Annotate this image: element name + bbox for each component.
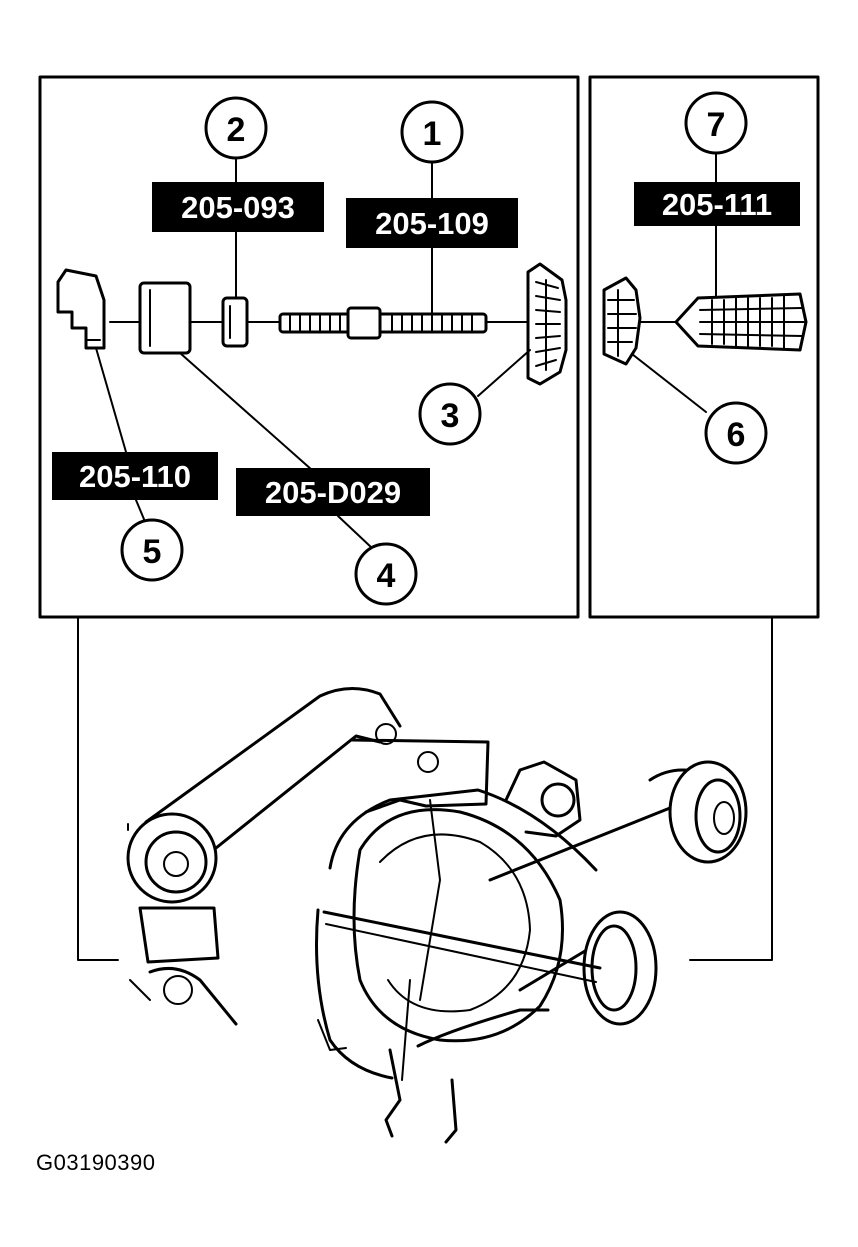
left-panel-connector	[77, 616, 119, 961]
differential-housing-assembly	[126, 687, 748, 1144]
callout-6: 6	[704, 401, 768, 465]
svg-text:6: 6	[727, 416, 746, 454]
leader-line-6	[631, 353, 707, 413]
callout-5: 5	[120, 518, 184, 582]
adapter-elbow-part	[56, 268, 106, 350]
svg-text:2: 2	[227, 111, 246, 149]
tool-tag-205-109: 205-109	[346, 198, 518, 248]
svg-text:4: 4	[377, 557, 396, 595]
leader-line-3	[477, 349, 531, 397]
svg-text:7: 7	[707, 106, 726, 144]
svg-text:205-111: 205-111	[662, 187, 772, 222]
svg-text:205-093: 205-093	[181, 190, 295, 225]
svg-text:5: 5	[143, 533, 162, 571]
tool-tag-205-111: 205-111	[634, 182, 800, 226]
bearing-part-left	[526, 262, 568, 386]
svg-text:205-109: 205-109	[375, 206, 489, 241]
callout-3: 3	[418, 382, 482, 446]
svg-text:1: 1	[423, 115, 442, 153]
leader-line-4	[179, 352, 313, 471]
tool-tag-205-093: 205-093	[152, 182, 324, 232]
left-tool-panel	[38, 75, 580, 619]
tool-tag-205-D029: 205-D029	[236, 468, 430, 516]
right-tool-panel	[588, 75, 820, 619]
svg-text:205-110: 205-110	[79, 459, 191, 494]
svg-text:205-D029: 205-D029	[265, 475, 401, 510]
cone-installer-part	[674, 292, 808, 352]
threaded-rod-part	[278, 306, 488, 340]
callout-1: 1	[400, 100, 464, 164]
callout-7: 7	[684, 91, 748, 155]
tool-tag-205-110: 205-110	[52, 452, 218, 500]
right-panel-connector	[689, 616, 773, 961]
callout-4: 4	[354, 542, 418, 606]
leader-line-5	[95, 347, 127, 453]
bearing-part-right	[602, 276, 642, 366]
figure-id-label: G03190390	[36, 1150, 156, 1175]
svg-text:3: 3	[441, 397, 460, 435]
callout-2: 2	[204, 96, 268, 160]
spacer-part	[221, 296, 249, 348]
installer-cup-part	[138, 281, 192, 355]
